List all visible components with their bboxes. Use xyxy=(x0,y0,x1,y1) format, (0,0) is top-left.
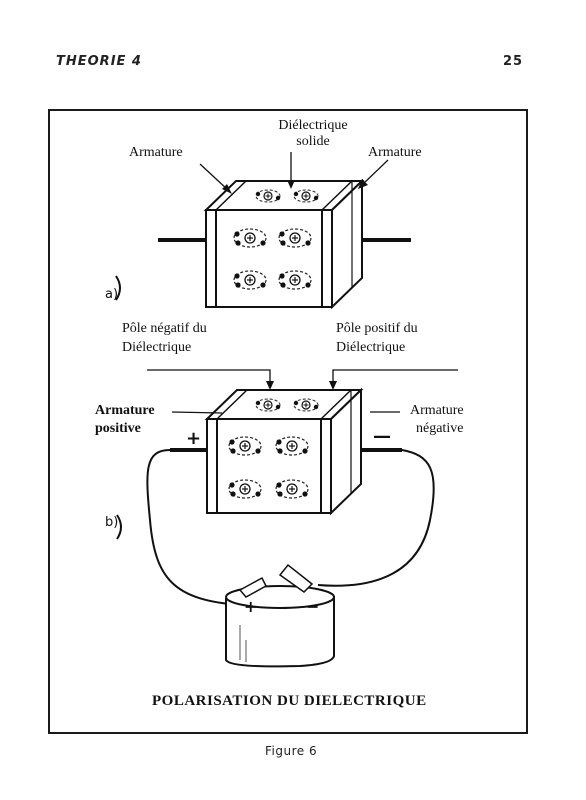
circuit-wire-right xyxy=(317,449,435,587)
part-a-marker: a) xyxy=(105,287,119,302)
label-positive-pole: Pôle positif du Diélectrique xyxy=(336,321,418,356)
page-number: 25 xyxy=(503,54,524,69)
battery-plus: + xyxy=(244,597,258,616)
label-armature-right: Armature xyxy=(368,145,422,160)
figure-caption: Figure 6 xyxy=(265,744,318,758)
label-dielectric: Diélectrique solide xyxy=(258,118,368,150)
label-armature-positive-line1: Armature xyxy=(95,403,155,418)
label-armature-left: Armature xyxy=(129,145,183,160)
chapter-header: THEORIE 4 xyxy=(56,54,142,69)
label-armature-negative: Armature négative xyxy=(410,403,464,437)
label-negative-pole: Pôle négatif du Diélectrique xyxy=(122,321,207,356)
plus-sign: + xyxy=(186,428,202,449)
label-dielectric-line2: solide xyxy=(296,134,330,149)
label-negative-pole-line2: Diélectrique xyxy=(122,340,192,355)
figure-title: POLARISATION DU DIELECTRIQUE xyxy=(152,693,427,709)
battery xyxy=(225,563,335,668)
part-b-marker: b) xyxy=(105,515,119,530)
label-armature-positive: Armature positive xyxy=(95,403,155,437)
minus-sign: — xyxy=(373,426,391,447)
capacitor-a xyxy=(158,178,411,310)
label-positive-pole-line1: Pôle positif du xyxy=(336,321,418,336)
label-armature-negative-line1: Armature xyxy=(410,403,464,418)
figure-frame xyxy=(48,109,528,734)
battery-minus: − xyxy=(306,597,320,616)
label-armature-negative-line2: négative xyxy=(416,421,464,436)
block-front-b xyxy=(206,418,332,514)
label-negative-pole-line1: Pôle négatif du xyxy=(122,321,207,336)
label-positive-pole-line2: Diélectrique xyxy=(336,340,406,355)
label-armature-positive-line2: positive xyxy=(95,421,141,436)
capacitor-b xyxy=(170,387,402,516)
label-dielectric-line1: Diélectrique xyxy=(278,118,348,133)
circuit-wire-left xyxy=(146,449,241,606)
block-front-a xyxy=(205,209,333,308)
